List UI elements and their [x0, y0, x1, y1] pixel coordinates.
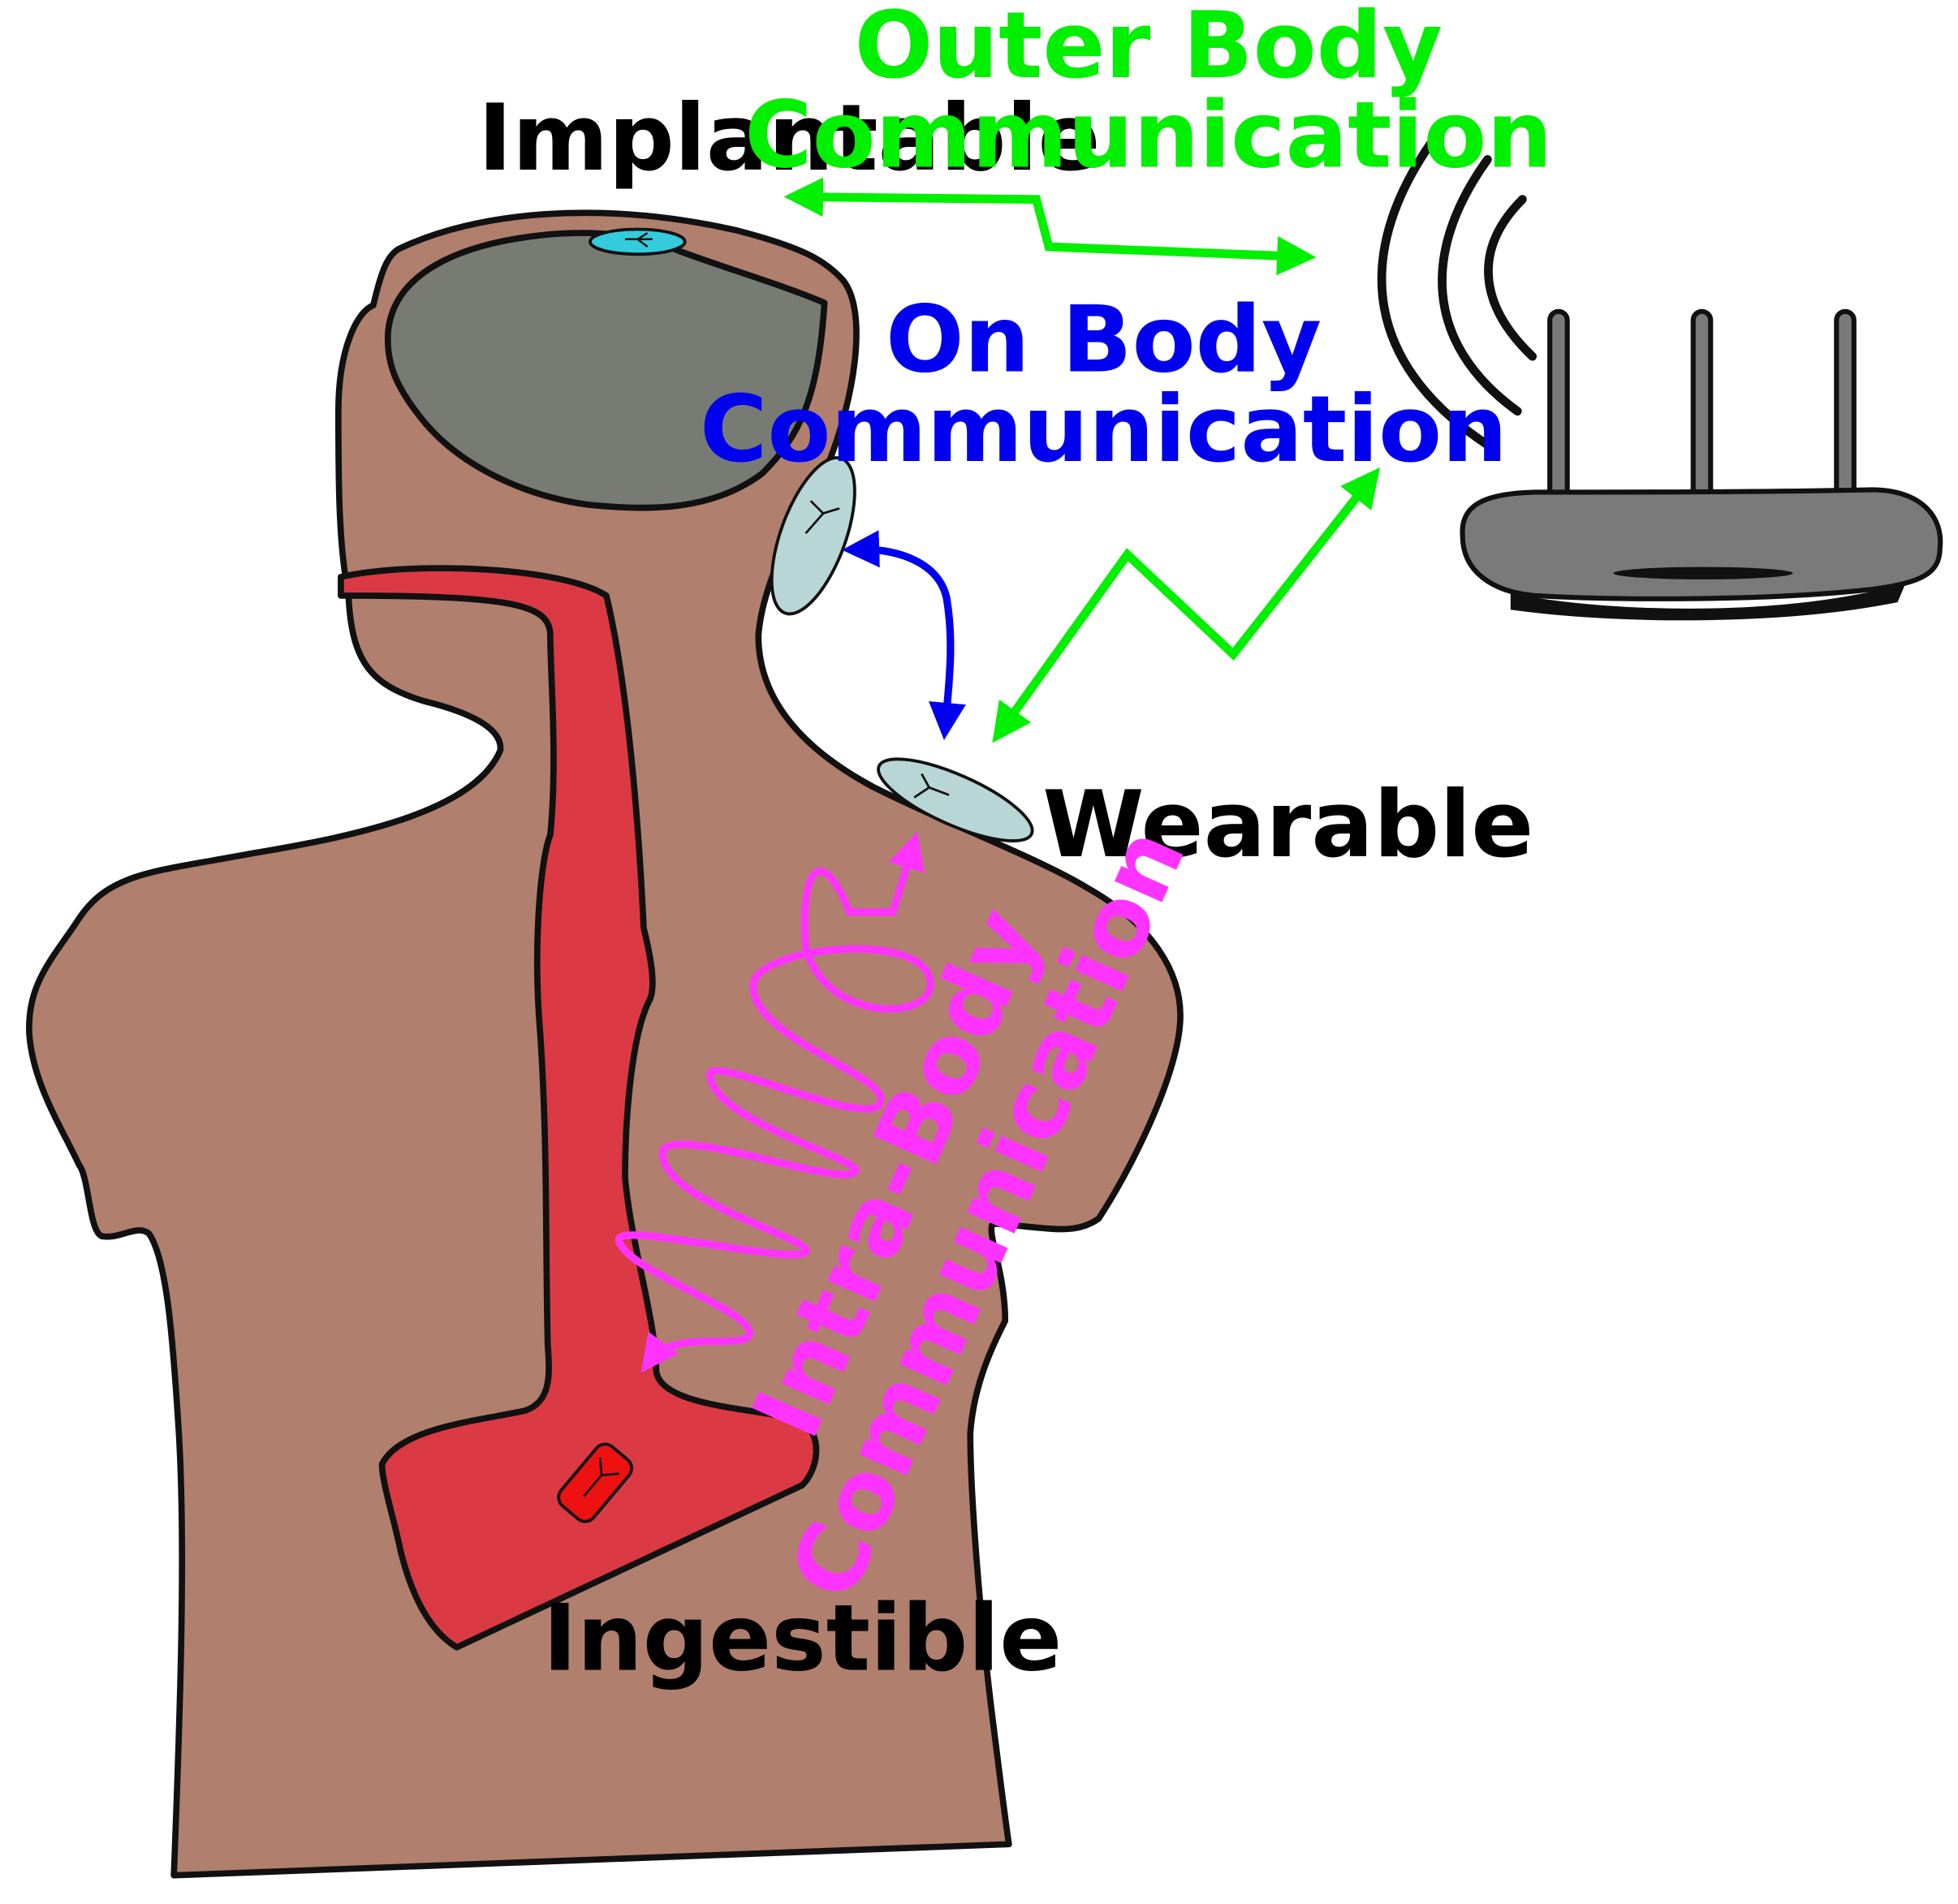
wifi-waves-icon — [1377, 132, 1538, 450]
label-on-body-line1: On Body — [886, 286, 1322, 394]
label-wearable: Wearable — [1042, 771, 1533, 878]
shoulder-wearable-sensor — [877, 757, 1034, 842]
intra-body-arrow — [615, 831, 934, 1373]
pill-icon — [583, 1457, 619, 1497]
neck-wearable-sensor — [770, 456, 856, 616]
on-body-arrow — [842, 530, 966, 740]
label-outer-body-line1: Outer Body — [855, 0, 1443, 99]
label-outer-body-line2: Communication — [744, 82, 1552, 189]
label-on-body-line2: Communication — [700, 376, 1507, 483]
implantable-sensor — [589, 227, 687, 256]
ingestible-pill — [557, 1442, 633, 1523]
antenna-icon — [913, 773, 950, 799]
outer-body-arrow-top — [783, 177, 1317, 276]
label-ingestible: Ingestible — [543, 1584, 1063, 1691]
label-implantable: Implantable — [478, 84, 1101, 192]
antenna-icon — [804, 500, 840, 535]
router-icon — [1460, 308, 1943, 621]
antenna-icon — [624, 232, 653, 248]
outer-body-arrow-bottom — [992, 467, 1381, 743]
brain — [384, 230, 828, 511]
